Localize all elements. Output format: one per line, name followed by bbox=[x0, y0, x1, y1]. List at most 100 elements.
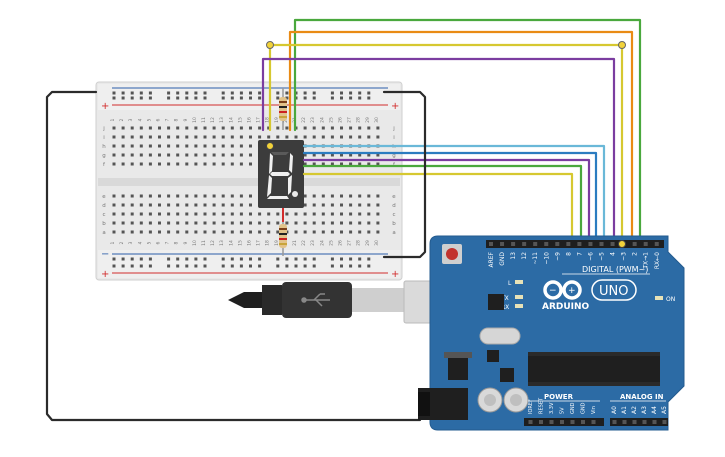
breadboard-hole[interactable] bbox=[258, 212, 262, 216]
breadboard-hole[interactable] bbox=[340, 153, 343, 157]
rail-hole[interactable] bbox=[130, 96, 134, 100]
breadboard-hole[interactable] bbox=[376, 230, 380, 234]
breadboard-hole[interactable] bbox=[258, 135, 262, 139]
breadboard-hole[interactable] bbox=[294, 212, 298, 216]
breadboard-hole[interactable] bbox=[203, 203, 207, 207]
breadboard-hole[interactable] bbox=[221, 230, 225, 234]
breadboard-hole[interactable] bbox=[367, 212, 371, 216]
breadboard-hole[interactable] bbox=[349, 203, 353, 207]
rail-hole[interactable] bbox=[258, 96, 262, 100]
breadboard-hole[interactable] bbox=[230, 126, 234, 130]
breadboard-hole[interactable] bbox=[148, 194, 152, 198]
breadboard-hole[interactable] bbox=[148, 212, 152, 216]
breadboard-hole[interactable] bbox=[167, 230, 171, 234]
breadboard-hole[interactable] bbox=[249, 221, 252, 225]
breadboard-hole[interactable] bbox=[239, 153, 243, 157]
breadboard-hole[interactable] bbox=[167, 126, 171, 130]
breadboard-hole[interactable] bbox=[276, 221, 280, 225]
rail-hole[interactable] bbox=[258, 91, 262, 95]
breadboard-hole[interactable] bbox=[230, 212, 234, 216]
breadboard-hole[interactable] bbox=[139, 221, 143, 225]
rail-hole[interactable] bbox=[203, 264, 207, 268]
rail-hole[interactable] bbox=[249, 91, 252, 95]
breadboard-hole[interactable] bbox=[249, 135, 252, 139]
rail-hole[interactable] bbox=[258, 264, 262, 268]
breadboard-hole[interactable] bbox=[267, 135, 271, 139]
rail-hole[interactable] bbox=[239, 257, 243, 261]
breadboard-hole[interactable] bbox=[358, 203, 362, 207]
breadboard-hole[interactable] bbox=[303, 153, 307, 157]
breadboard-hole[interactable] bbox=[158, 153, 161, 157]
rail-hole[interactable] bbox=[358, 257, 362, 261]
breadboard-hole[interactable] bbox=[139, 135, 143, 139]
breadboard-hole[interactable] bbox=[176, 153, 180, 157]
breadboard-hole[interactable] bbox=[121, 230, 125, 234]
breadboard-hole[interactable] bbox=[212, 212, 216, 216]
breadboard-hole[interactable] bbox=[367, 203, 371, 207]
digital-pin[interactable] bbox=[654, 242, 659, 246]
breadboard-hole[interactable] bbox=[340, 194, 343, 198]
rail-hole[interactable] bbox=[221, 96, 225, 100]
breadboard-hole[interactable] bbox=[185, 144, 189, 148]
breadboard-hole[interactable] bbox=[294, 230, 298, 234]
rail-hole[interactable] bbox=[330, 96, 334, 100]
breadboard-hole[interactable] bbox=[167, 203, 171, 207]
digital-pin[interactable] bbox=[599, 242, 604, 246]
rail-hole[interactable] bbox=[276, 264, 280, 268]
breadboard-hole[interactable] bbox=[285, 212, 289, 216]
breadboard-hole[interactable] bbox=[158, 162, 161, 166]
breadboard-hole[interactable] bbox=[158, 144, 161, 148]
breadboard-hole[interactable] bbox=[139, 144, 143, 148]
breadboard-hole[interactable] bbox=[267, 230, 271, 234]
rail-hole[interactable] bbox=[185, 264, 189, 268]
breadboard-hole[interactable] bbox=[330, 126, 334, 130]
rail-hole[interactable] bbox=[312, 257, 316, 261]
breadboard-hole[interactable] bbox=[185, 162, 189, 166]
breadboard-hole[interactable] bbox=[130, 126, 134, 130]
breadboard-hole[interactable] bbox=[294, 135, 298, 139]
rail-hole[interactable] bbox=[185, 96, 189, 100]
digital-pin[interactable] bbox=[522, 242, 527, 246]
rail-hole[interactable] bbox=[340, 257, 343, 261]
breadboard-hole[interactable] bbox=[167, 135, 171, 139]
seven-segment-display[interactable] bbox=[258, 140, 304, 208]
breadboard-hole[interactable] bbox=[185, 153, 189, 157]
rail-hole[interactable] bbox=[130, 257, 134, 261]
breadboard-hole[interactable] bbox=[358, 135, 362, 139]
rail-hole[interactable] bbox=[130, 91, 134, 95]
breadboard-hole[interactable] bbox=[376, 212, 380, 216]
breadboard-hole[interactable] bbox=[239, 212, 243, 216]
breadboard-hole[interactable] bbox=[312, 135, 316, 139]
breadboard-hole[interactable] bbox=[112, 221, 116, 225]
breadboard-hole[interactable] bbox=[367, 194, 371, 198]
breadboard-hole[interactable] bbox=[203, 221, 207, 225]
rail-hole[interactable] bbox=[349, 264, 353, 268]
breadboard-hole[interactable] bbox=[303, 212, 307, 216]
rail-hole[interactable] bbox=[194, 96, 198, 100]
rail-hole[interactable] bbox=[330, 264, 334, 268]
rail-hole[interactable] bbox=[303, 264, 307, 268]
breadboard-hole[interactable] bbox=[330, 203, 334, 207]
rail-hole[interactable] bbox=[303, 91, 307, 95]
breadboard-hole[interactable] bbox=[349, 221, 353, 225]
breadboard-hole[interactable] bbox=[176, 203, 180, 207]
rail-hole[interactable] bbox=[203, 96, 207, 100]
rail-hole[interactable] bbox=[303, 257, 307, 261]
breadboard-hole[interactable] bbox=[167, 162, 171, 166]
breadboard-hole[interactable] bbox=[367, 135, 371, 139]
rail-hole[interactable] bbox=[121, 264, 125, 268]
rail-hole[interactable] bbox=[185, 257, 189, 261]
digital-pin[interactable] bbox=[643, 242, 648, 246]
rail-hole[interactable] bbox=[167, 91, 171, 95]
rail-hole[interactable] bbox=[358, 91, 362, 95]
breadboard-hole[interactable] bbox=[321, 126, 325, 130]
breadboard-hole[interactable] bbox=[312, 230, 316, 234]
breadboard-hole[interactable] bbox=[376, 203, 380, 207]
rail-hole[interactable] bbox=[340, 91, 343, 95]
breadboard-hole[interactable] bbox=[294, 221, 298, 225]
rail-hole[interactable] bbox=[276, 91, 280, 95]
breadboard-hole[interactable] bbox=[249, 162, 252, 166]
digital-pin[interactable] bbox=[500, 242, 505, 246]
breadboard-hole[interactable] bbox=[121, 194, 125, 198]
